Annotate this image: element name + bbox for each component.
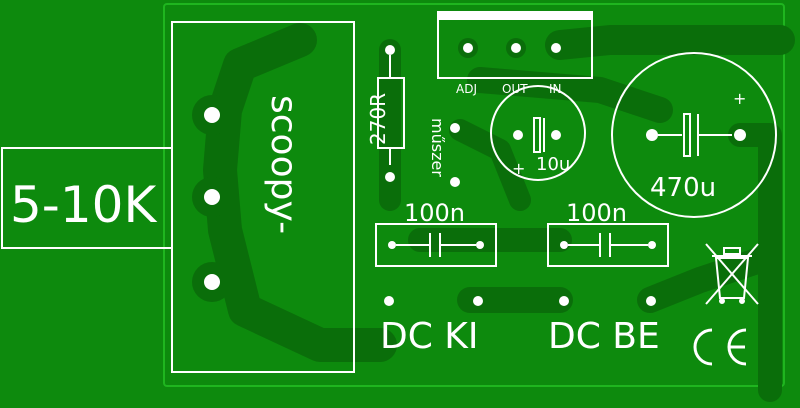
cap-100n-right-outline: [547, 223, 669, 267]
regulator-pin-adj: ADJ: [456, 82, 477, 96]
weee-bin-icon: [705, 243, 759, 305]
resistor-label: 270R: [366, 93, 390, 145]
resistor-pad-top: [385, 45, 395, 55]
dc-in-pad-2: [646, 296, 656, 306]
cap-10u-plus: +: [512, 159, 525, 178]
brand-text: scoopy-: [263, 95, 304, 234]
cap-470u-outline: [611, 52, 777, 218]
cap-100n-left-outline: [375, 223, 497, 267]
cap-470u-label: 470u: [650, 173, 716, 203]
meter-label: műszer: [428, 118, 447, 177]
pot-pads: [192, 95, 232, 302]
ce-mark-icon: [693, 328, 747, 366]
cap-10u-outline: [490, 85, 586, 181]
dc-in-pad-1: [559, 296, 569, 306]
cap-100n-left-label: 100n: [404, 199, 465, 227]
board-outline: [163, 3, 785, 387]
dc-out-pad-2: [473, 296, 483, 306]
cap-10u-label: 10u: [536, 154, 570, 175]
dc-in-label: DC BE: [548, 316, 660, 357]
pot-label: 5-10K: [10, 176, 157, 234]
resistor-pad-bottom: [385, 172, 395, 182]
dc-out-label: DC KI: [380, 316, 479, 357]
cap-100n-right-label: 100n: [566, 199, 627, 227]
meter-pad-1: [450, 123, 460, 133]
dc-out-pad-1: [384, 296, 394, 306]
regulator-pin-out: OUT: [502, 82, 528, 96]
regulator-pads: [458, 38, 566, 58]
meter-pad-2: [450, 177, 460, 187]
regulator-tab: [438, 12, 592, 20]
pot-label-box: [1, 147, 173, 249]
cap-470u-plus: +: [733, 89, 746, 108]
